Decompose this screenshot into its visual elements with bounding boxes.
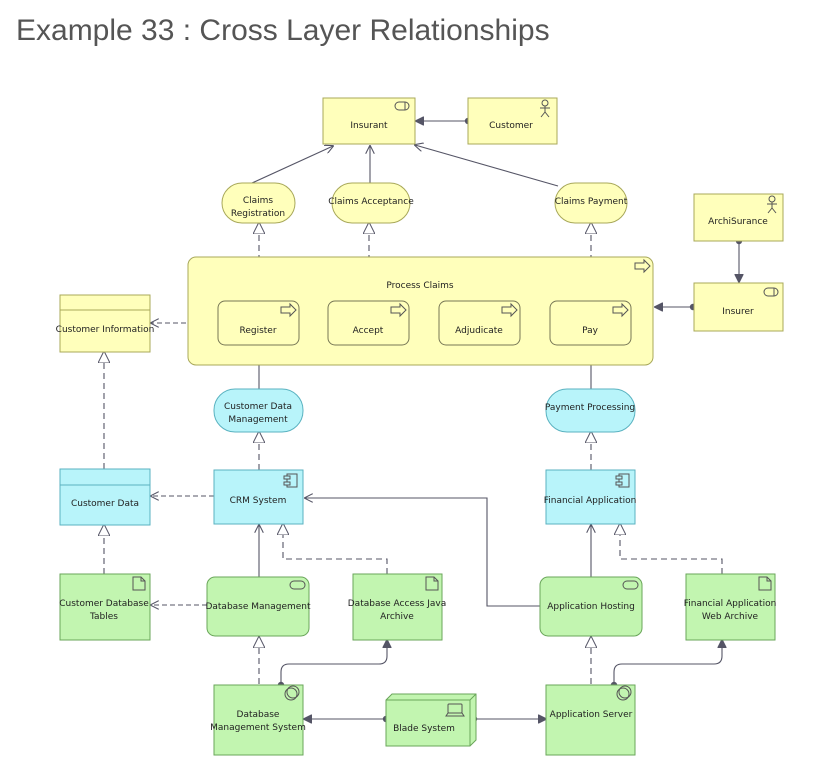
role-icon xyxy=(394,101,410,111)
web-archive-label-1: Financial Application xyxy=(684,599,777,609)
archisurance-label: ArchiSurance xyxy=(708,217,768,227)
payment-processing-service[interactable]: Payment Processing xyxy=(545,388,636,433)
role-icon xyxy=(763,287,779,297)
artifact-icon xyxy=(758,576,772,591)
web-archive-label-2: Web Archive xyxy=(702,612,759,622)
claims-registration-label-2: Registration xyxy=(231,209,285,219)
actor-icon xyxy=(540,99,550,118)
accept-process[interactable]: Accept xyxy=(327,300,410,346)
insurant-role[interactable]: Insurant xyxy=(322,97,416,145)
system-software-icon xyxy=(616,685,632,701)
database-management-software[interactable]: Database Management xyxy=(205,576,311,637)
claims-registration-label-1: Claims xyxy=(243,196,274,206)
process-arrow-icon xyxy=(390,302,407,318)
application-server-label: Application Server xyxy=(550,710,633,720)
claims-acceptance-label: Claims Acceptance xyxy=(328,197,414,207)
payment-processing-label: Payment Processing xyxy=(545,403,635,413)
actor-icon xyxy=(767,195,777,214)
application-server-software[interactable]: Application Server xyxy=(545,684,636,756)
financial-application-label: Financial Application xyxy=(544,496,637,506)
customer-database-tables-label-2: Tables xyxy=(89,612,118,622)
claims-payment-label: Claims Payment xyxy=(555,197,628,207)
component-icon xyxy=(283,473,298,488)
claims-payment-service[interactable]: Claims Payment xyxy=(554,182,628,224)
claims-registration-serves-insurant xyxy=(251,146,333,184)
database-access-java-archive-artifact[interactable]: Database Access Java Archive xyxy=(348,573,447,641)
insurer-role[interactable]: Insurer xyxy=(693,282,784,332)
insurant-label: Insurant xyxy=(350,121,388,131)
pay-process[interactable]: Pay xyxy=(549,300,632,346)
archisurance-actor[interactable]: ArchiSurance xyxy=(693,193,784,242)
insurer-label: Insurer xyxy=(722,307,754,317)
customer-data-management-service[interactable]: Customer Data Management xyxy=(213,388,304,433)
database-management-label: Database Management xyxy=(205,602,311,612)
register-process[interactable]: Register xyxy=(217,300,300,346)
java-archive-label-1: Database Access Java xyxy=(348,599,447,609)
process-arrow-icon xyxy=(634,258,651,274)
claims-registration-service[interactable]: Claims Registration xyxy=(221,182,296,224)
blade-system-node[interactable]: Blade System xyxy=(385,693,477,747)
customer-label: Customer xyxy=(489,121,533,131)
application-hosting-software[interactable]: Application Hosting xyxy=(539,576,643,637)
process-arrow-icon xyxy=(612,302,629,318)
process-claims-process[interactable]: Process Claims xyxy=(187,256,654,366)
page-title: Example 33 : Cross Layer Relationships xyxy=(16,14,550,47)
process-arrow-icon xyxy=(501,302,518,318)
crm-system-component[interactable]: CRM System xyxy=(213,469,304,525)
claims-payment-serves-insurant xyxy=(415,145,559,187)
customer-data-label: Customer Data xyxy=(71,499,139,509)
financial-application-component[interactable]: Financial Application xyxy=(544,469,637,525)
artifact-icon xyxy=(132,576,146,591)
device-icon xyxy=(445,703,465,717)
claims-acceptance-service[interactable]: Claims Acceptance xyxy=(328,182,414,224)
accept-label: Accept xyxy=(353,326,384,336)
financial-application-web-archive-artifact[interactable]: Financial Application Web Archive xyxy=(684,573,777,641)
artifact-icon xyxy=(425,576,439,591)
dbms-label-2: Management System xyxy=(210,723,306,733)
system-software-icon xyxy=(284,685,300,701)
adjudicate-process[interactable]: Adjudicate xyxy=(438,300,521,346)
application-hosting-serves-crm xyxy=(305,498,540,607)
database-management-system-software[interactable]: Database Management System xyxy=(210,684,306,756)
java-archive-label-2: Archive xyxy=(380,612,414,622)
dbms-assigned-java-archive xyxy=(281,640,387,685)
customer-database-tables-label-1: Customer Database xyxy=(59,599,149,609)
customer-information-object[interactable]: Customer Information xyxy=(56,294,155,353)
register-label: Register xyxy=(239,326,276,336)
web-archive-realizes-financial-application xyxy=(620,524,723,574)
application-hosting-label: Application Hosting xyxy=(547,602,635,612)
process-claims-label: Process Claims xyxy=(386,281,454,291)
service-icon xyxy=(289,580,306,590)
customer-data-management-label-2: Management xyxy=(228,415,288,425)
java-archive-realizes-crm xyxy=(283,524,388,574)
pay-label: Pay xyxy=(582,326,599,336)
app-server-assigned-web-archive xyxy=(614,640,722,685)
service-icon xyxy=(622,580,639,590)
customer-data-management-label-1: Customer Data xyxy=(224,402,292,412)
dbms-label-1: Database xyxy=(237,710,280,720)
crm-system-label: CRM System xyxy=(230,496,287,506)
customer-data-object[interactable]: Customer Data xyxy=(59,468,151,526)
adjudicate-label: Adjudicate xyxy=(455,326,503,336)
process-arrow-icon xyxy=(280,302,297,318)
customer-information-label: Customer Information xyxy=(56,325,155,335)
customer-actor[interactable]: Customer xyxy=(467,97,558,145)
component-icon xyxy=(615,473,630,488)
customer-database-tables-artifact[interactable]: Customer Database Tables xyxy=(59,573,151,641)
blade-system-label: Blade System xyxy=(393,724,455,734)
